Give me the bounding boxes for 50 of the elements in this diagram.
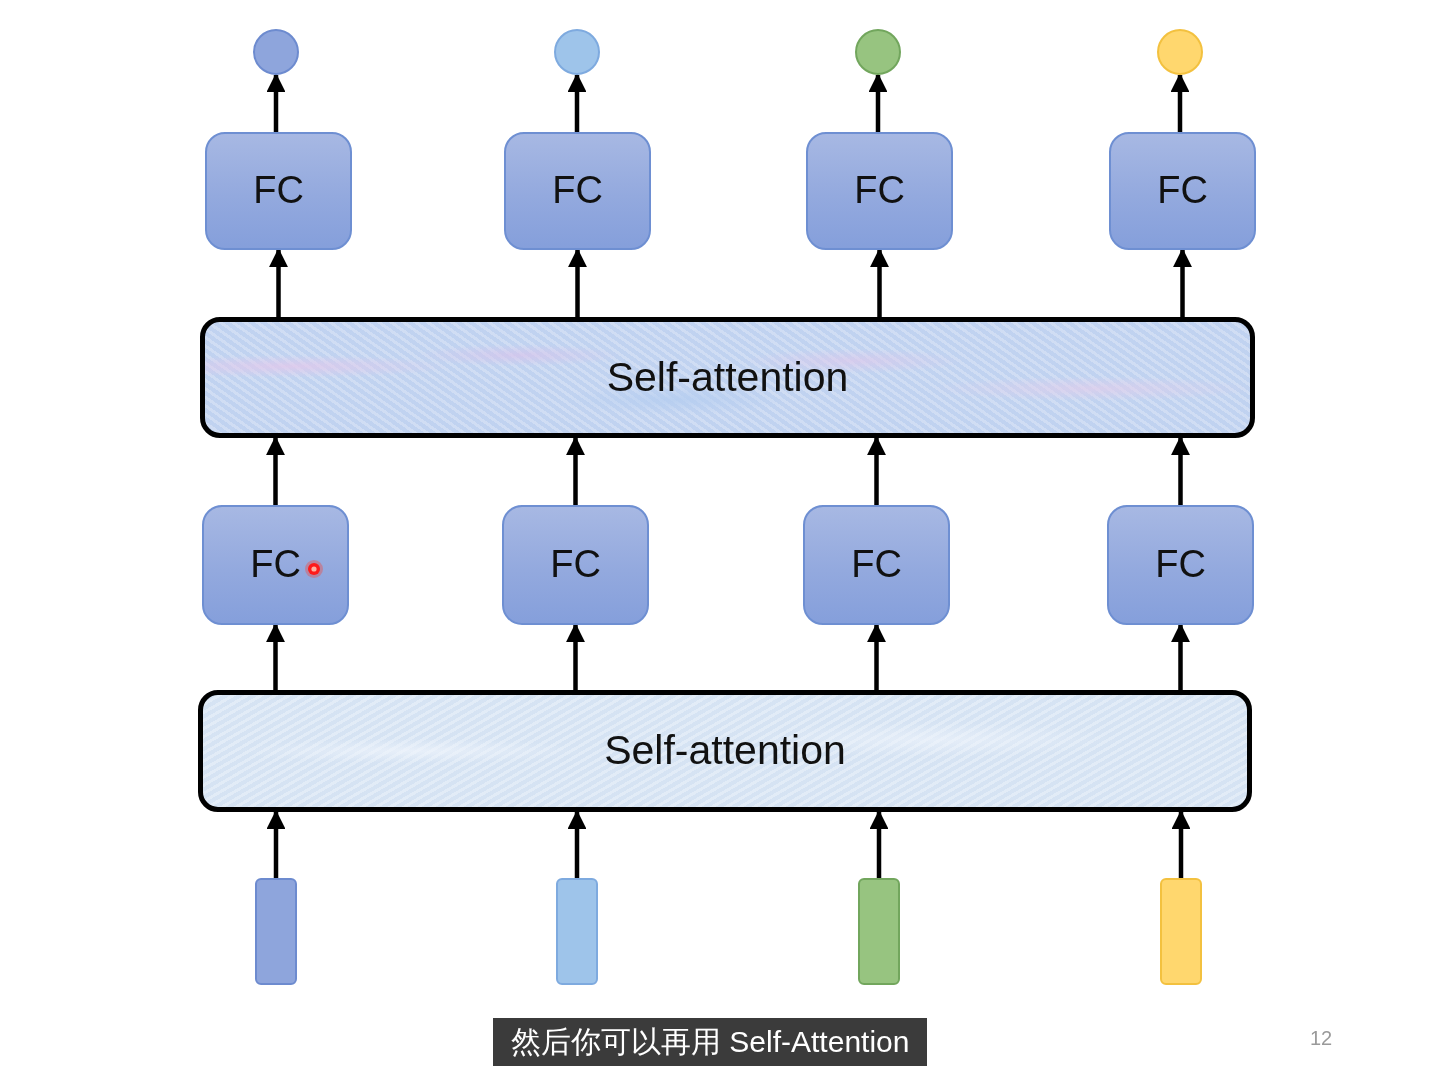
arrow [1171,623,1190,690]
layer-label: FC [550,543,601,587]
layer-label: FC [1155,543,1206,587]
arrow [266,73,286,132]
fc-layer-box [1107,505,1254,625]
input-vector-bar [255,878,297,985]
layer-label: FC [851,543,902,587]
output-dot [554,29,600,75]
output-dot [855,29,901,75]
fc-layer-box [504,132,651,250]
arrow [567,810,587,878]
arrow [266,623,285,690]
arrow [1171,436,1190,505]
block-label: Self-attention [604,727,846,775]
input-vector-bar [858,878,900,985]
arrow [1170,73,1190,132]
fc-layer-box [205,132,352,250]
self-attention-block [198,690,1252,812]
layer-label: FC [854,169,905,213]
arrow [266,436,285,505]
layer-label: FC [250,543,301,587]
input-vector-bar [1160,878,1202,985]
block-label: Self-attention [606,353,849,402]
input-vector-bar [556,878,598,985]
output-dot [253,29,299,75]
arrow [269,248,288,317]
arrow [567,73,587,132]
page-number: 12 [1310,1026,1333,1050]
arrow [566,623,585,690]
arrow [1171,810,1191,878]
layer-label: FC [1157,169,1208,213]
fc-layer-box [502,505,649,625]
arrow [867,623,886,690]
layer-label: FC [253,169,304,213]
arrow [868,73,888,132]
layer-label: FC [552,169,603,213]
fc-layer-box [803,505,950,625]
arrow [869,810,889,878]
fc-layer-box [1109,132,1256,250]
subtitle-caption: 然后你可以再用 Self-Attention [493,1018,928,1066]
arrow [1173,248,1192,317]
self-attention-block [200,317,1255,438]
arrow [870,248,889,317]
fc-layer-box [202,505,349,625]
arrow [566,436,585,505]
fc-layer-box [806,132,953,250]
arrow [266,810,286,878]
arrow [568,248,587,317]
output-dot [1157,29,1203,75]
arrow [867,436,886,505]
